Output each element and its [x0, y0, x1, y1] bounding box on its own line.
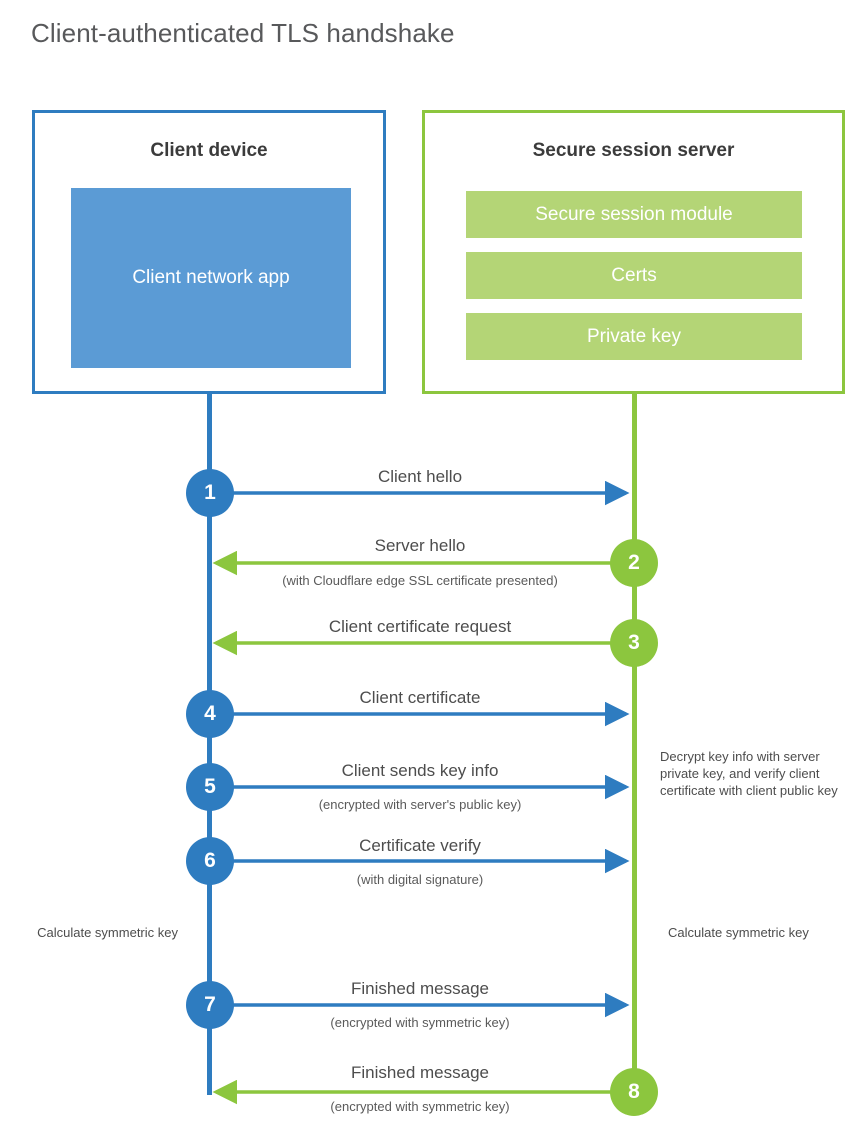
message-sublabel-7: (encrypted with symmetric key)	[330, 1015, 510, 1030]
message-label-3: Client certificate request	[328, 617, 512, 636]
client-device-box: Client device Client network app	[32, 110, 386, 394]
client-device-title: Client device	[150, 140, 268, 161]
client-lifeline	[207, 393, 212, 1095]
server-component-certs: Certs	[466, 252, 802, 299]
client-network-app-block: Client network app	[71, 188, 351, 368]
message-sublabel-6: (with digital signature)	[356, 872, 484, 887]
message-label-1: Client hello	[377, 467, 463, 486]
step-badge-2[interactable]: 2	[610, 539, 658, 587]
step-badge-6[interactable]: 6	[186, 837, 234, 885]
step-badge-8[interactable]: 8	[610, 1068, 658, 1116]
message-label-5: Client sends key info	[341, 761, 499, 780]
message-sublabel-8: (encrypted with symmetric key)	[330, 1099, 510, 1114]
secure-session-server-box: Secure session server Secure session mod…	[422, 110, 845, 394]
message-label-4: Client certificate	[359, 688, 481, 707]
message-sublabel-2: (with Cloudflare edge SSL certificate pr…	[282, 573, 558, 588]
message-label-6: Certificate verify	[359, 836, 481, 855]
step-badge-5[interactable]: 5	[186, 763, 234, 811]
step-badge-1[interactable]: 1	[186, 469, 234, 517]
server-component-private-key: Private key	[466, 313, 802, 360]
server-lifeline	[632, 393, 637, 1093]
server-component-secure-session-module: Secure session module	[466, 191, 802, 238]
step-badge-4[interactable]: 4	[186, 690, 234, 738]
note-calculate-symmetric-key-server: Calculate symmetric key	[668, 925, 809, 940]
note-calculate-symmetric-key-client: Calculate symmetric key	[37, 925, 178, 940]
secure-session-server-title: Secure session server	[532, 140, 735, 161]
step-badge-7[interactable]: 7	[186, 981, 234, 1029]
page-title: Client-authenticated TLS handshake	[31, 18, 455, 48]
message-label-2: Server hello	[374, 536, 466, 555]
message-label-7: Finished message	[351, 979, 489, 998]
message-label-8: Finished message	[351, 1063, 489, 1082]
step-badge-3[interactable]: 3	[610, 619, 658, 667]
note-decrypt-key-info: Decrypt key info with server private key…	[660, 749, 838, 798]
message-sublabel-5: (encrypted with server's public key)	[318, 797, 522, 812]
